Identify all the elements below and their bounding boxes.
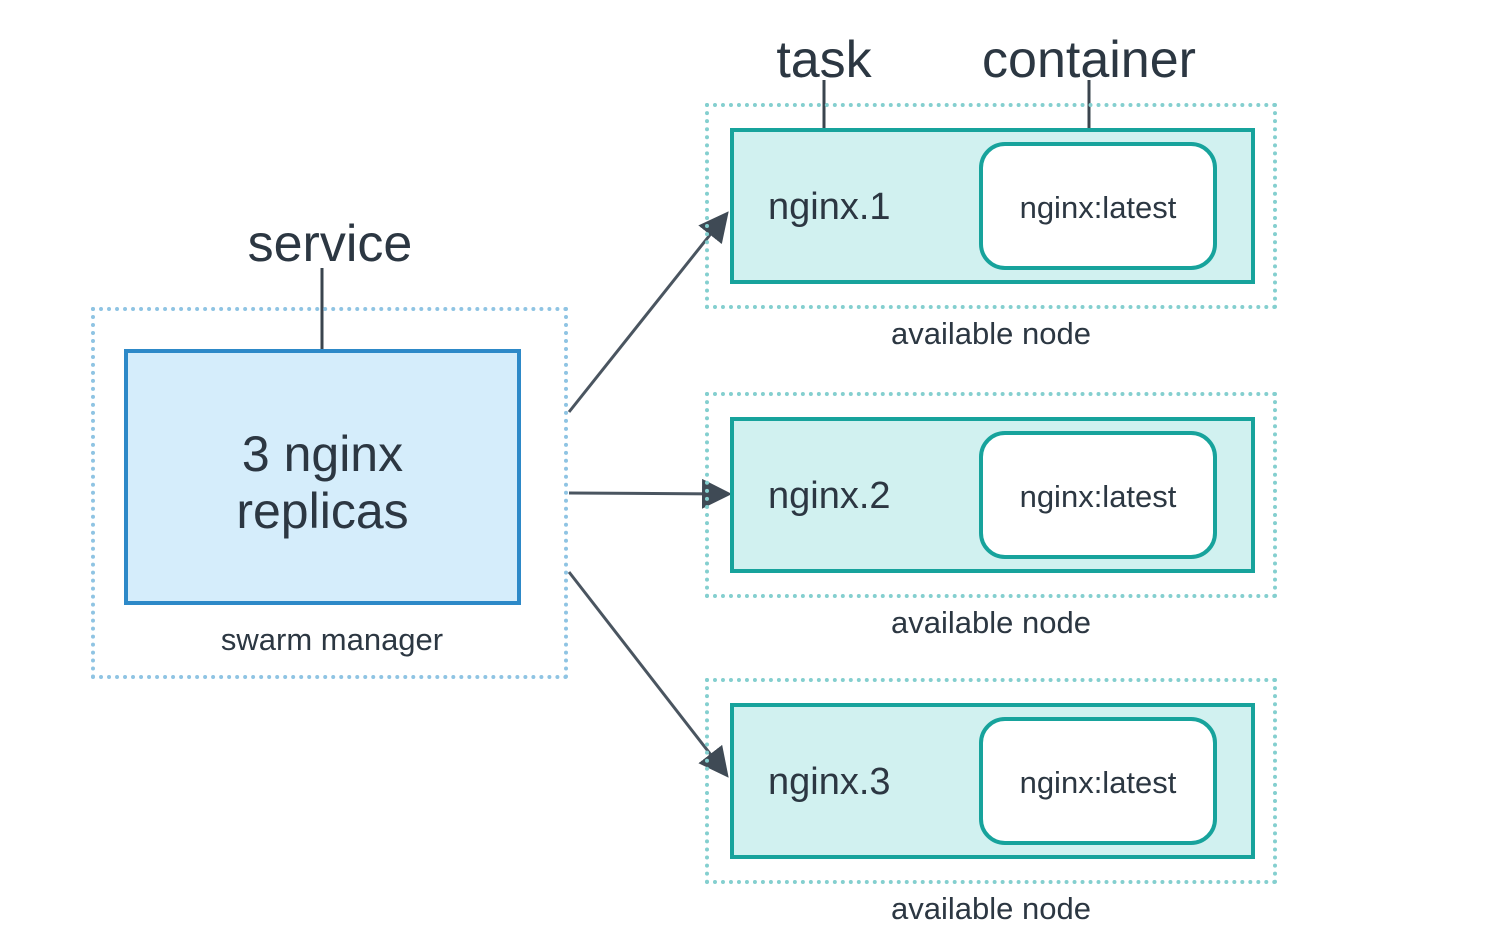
container-image-1: nginx:latest — [1019, 190, 1177, 225]
task-box-3: nginx.3 nginx:latest — [730, 703, 1255, 859]
available-node-2-boundary — [705, 392, 1277, 598]
available-node-3-caption: available node — [891, 891, 1091, 926]
container-image-3: nginx:latest — [1019, 765, 1177, 800]
swarm-manager-caption: swarm manager — [220, 622, 444, 657]
container-box-2: nginx:latest — [979, 431, 1217, 559]
container-label: container — [982, 31, 1196, 89]
task-name-2: nginx.2 — [768, 475, 891, 517]
service-label: service — [247, 215, 413, 273]
available-node-1-caption: available node — [891, 316, 1091, 351]
available-node-3-boundary — [705, 678, 1277, 884]
service-box: 3 nginx replicas — [124, 349, 521, 605]
service-text-line-2: replicas — [236, 483, 409, 539]
task-label: task — [776, 31, 872, 89]
service-text-line-1: 3 nginx — [241, 426, 404, 482]
container-box-3: nginx:latest — [979, 717, 1217, 845]
arrow-to-node-3 — [567, 571, 729, 778]
available-node-1-boundary — [705, 103, 1277, 309]
task-box-2: nginx.2 nginx:latest — [730, 417, 1255, 573]
container-box-1: nginx:latest — [979, 142, 1217, 270]
task-box-1: nginx.1 nginx:latest — [730, 128, 1255, 284]
available-node-2-caption: available node — [891, 605, 1091, 640]
arrow-to-node-1 — [567, 211, 729, 413]
container-image-2: nginx:latest — [1019, 479, 1177, 514]
task-name-3: nginx.3 — [768, 761, 891, 803]
swarm-manager-boundary — [91, 307, 568, 679]
task-name-1: nginx.1 — [768, 186, 891, 228]
arrow-to-node-2 — [568, 478, 732, 509]
